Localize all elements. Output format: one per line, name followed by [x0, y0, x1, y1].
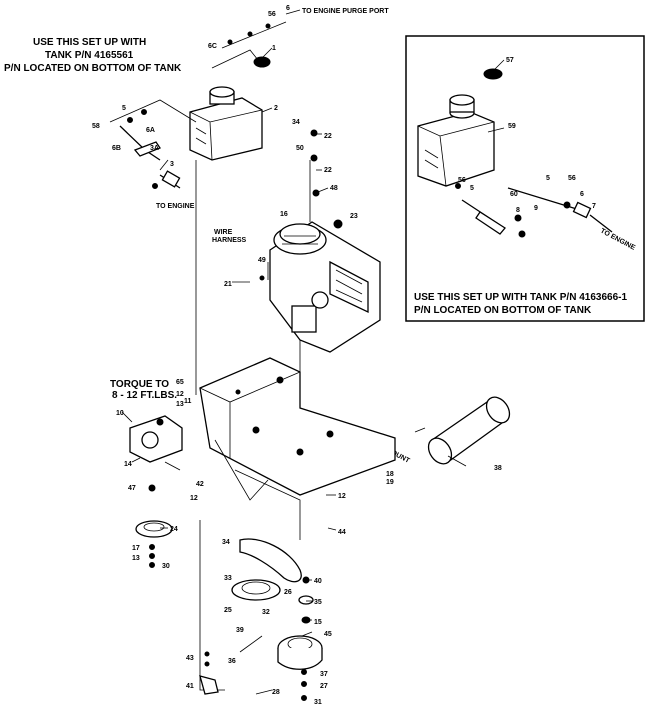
inset-to-engine-note: TO ENGINE: [599, 228, 636, 252]
callout-12-a: 12: [176, 391, 184, 398]
callout-12-c: 12: [338, 493, 346, 500]
callout-39: 39: [236, 627, 244, 634]
callout-33: 33: [224, 575, 232, 582]
callout-42: 42: [196, 481, 204, 488]
callout-6b: 6B: [112, 145, 121, 152]
callout-27: 28: [272, 689, 280, 696]
inset-callout-5b: 5: [470, 185, 474, 192]
callout-14: 14: [124, 461, 132, 468]
callout-44: 44: [338, 529, 346, 536]
callout-15: 15: [314, 619, 322, 626]
pulley-center: [231, 579, 281, 601]
callout-12-b: 12: [190, 495, 198, 502]
engine: [259, 129, 381, 353]
fuel-lines: [109, 9, 301, 189]
purge-port-note: TO ENGINE PURGE PORT: [302, 8, 389, 15]
tank-setup-note-line1: USE THIS SET UP WITH: [33, 37, 146, 48]
callout-30: 30: [162, 563, 170, 570]
inset-callout-58: 56: [458, 177, 466, 184]
callout-43: 43: [186, 655, 194, 662]
wire-harness-note-line1: WIRE: [214, 229, 233, 236]
inset-callout-6: 6: [580, 191, 584, 198]
callout-28: 31: [314, 699, 322, 706]
callout-6c: 6C: [208, 43, 217, 50]
inset-fuel-line: [455, 183, 613, 238]
inset-callout-8: 8: [516, 207, 520, 214]
callout-11: 11: [184, 398, 192, 405]
pulley-left: [135, 520, 173, 568]
callout-22-lower: 22: [324, 167, 332, 174]
inset-callout-56: 56: [568, 175, 576, 182]
frame: [199, 357, 396, 540]
torque-note-line1: TORQUE TO: [110, 379, 169, 390]
callout-45: 45: [324, 631, 332, 638]
callout-21: 21: [224, 281, 232, 288]
callout-38: 38: [494, 465, 502, 472]
callout-17: 17: [132, 545, 140, 552]
callout-36: 36: [228, 658, 236, 665]
callout-47: 47: [128, 485, 136, 492]
callout-35: 35: [314, 599, 322, 606]
callout-2: 2: [274, 105, 278, 112]
inset-callout-57: 57: [506, 57, 514, 64]
inset-callout-7: 7: [592, 203, 596, 210]
inset-note-line2: P/N LOCATED ON BOTTOM OF TANK: [414, 305, 592, 316]
muffler: [414, 396, 511, 465]
callout-34-belt: 34: [222, 539, 230, 546]
callout-26: 26: [284, 589, 292, 596]
callout-18: 18: [386, 471, 394, 478]
callout-41: 41: [186, 683, 194, 690]
callout-13-b: 13: [132, 555, 140, 562]
callout-56: 56: [268, 11, 276, 18]
inset-callout-59: 59: [508, 123, 516, 130]
fuel-tank: [189, 56, 271, 161]
callout-34: 34: [292, 119, 300, 126]
inset-fuel-tank: [417, 68, 503, 187]
leader-lines: [121, 47, 505, 637]
callout-65: 65: [176, 379, 184, 386]
callout-16-top: 16: [280, 211, 288, 218]
idler-bracket: [199, 520, 273, 695]
callout-6-top: 6: [286, 5, 290, 12]
callout-16-pump: 10: [116, 410, 124, 417]
drive-belt: [239, 538, 302, 583]
wire-harness-note-line2: HARNESS: [212, 237, 247, 244]
callout-23: 23: [350, 213, 358, 220]
hydro-pump: [129, 415, 183, 492]
callout-40: 40: [314, 578, 322, 585]
inset-callout-5: 5: [546, 175, 550, 182]
inset-note-line1: USE THIS SET UP WITH TANK P/N 4163666-1: [414, 292, 627, 303]
inset-frame: [405, 35, 645, 322]
to-engine-note: TO ENGINE: [156, 203, 195, 210]
callout-32: 32: [262, 609, 270, 616]
tank-setup-note-line3: P/N LOCATED ON BOTTOM OF TANK: [4, 63, 182, 74]
callout-48: 48: [330, 185, 338, 192]
callout-6a: 6A: [146, 127, 155, 134]
callout-49: 49: [258, 257, 266, 264]
inset-callout-9: 9: [534, 205, 538, 212]
callout-19: 19: [386, 479, 394, 486]
callout-42-b: 37: [320, 671, 328, 678]
callout-58: 58: [92, 123, 100, 130]
torque-note-line2: 8 - 12 FT.LBS.: [112, 390, 177, 401]
callout-24: 24: [170, 526, 178, 533]
callouts: 56 6 6C 1 2 58 5 6A 6B 3A 3 34 22 50 22 …: [92, 5, 596, 706]
callout-22-upper: 22: [324, 133, 332, 140]
inset-callout-60: 60: [510, 191, 518, 198]
callout-13-a: 13: [176, 401, 184, 408]
callout-3a: 3A: [150, 145, 159, 152]
clutch-stack: [277, 576, 323, 701]
callout-37: 27: [320, 683, 328, 690]
tank-setup-note-line2: TANK P/N 4165561: [45, 50, 134, 61]
callout-50: 50: [296, 145, 304, 152]
callout-3: 3: [170, 161, 174, 168]
callout-1: 1: [272, 45, 276, 52]
callout-25: 25: [224, 607, 232, 614]
callout-5: 5: [122, 105, 126, 112]
